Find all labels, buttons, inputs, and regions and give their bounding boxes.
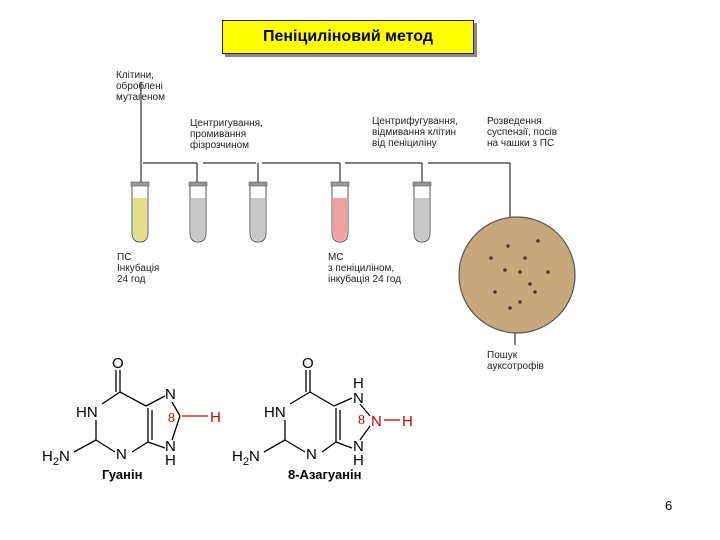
azaguanine-atom-n-bottom: N	[306, 446, 317, 463]
tube-liquid-gray	[191, 198, 205, 241]
guanine-atom-n-bottom: N	[116, 446, 127, 463]
label-dilution: Розведення суспензії, посів на чашки з П…	[487, 116, 558, 149]
guanine-atom-hn: HN	[76, 404, 98, 421]
azaguanine-atom-h-n8: H	[402, 413, 413, 430]
bacterial-colonies	[489, 239, 550, 310]
test-tube-wash-3	[412, 181, 432, 243]
label-search-auxotrophs: Пошук ауксотрофів	[487, 350, 544, 372]
test-tube-wash-2	[248, 181, 268, 243]
guanine-atom-h-nh: H	[165, 452, 176, 469]
slide-title: Пеніциліновий метод	[222, 20, 474, 54]
guanine-structure	[73, 370, 208, 453]
azaguanine-atom-n-top: N	[353, 390, 364, 407]
azaguanine-atom-n-bottom-right: N	[353, 438, 364, 455]
tube-liquid-yellow	[133, 198, 147, 241]
label-centrifuge-wash: Центригування, промивання фізрозчином	[190, 118, 263, 151]
petri-dish	[458, 216, 576, 334]
azaguanine-atom-o: O	[302, 355, 314, 372]
guanine-atom-h2n: H2N	[42, 448, 70, 468]
test-tube-wash-1	[188, 181, 208, 243]
test-tube-ms-penicillin	[330, 181, 350, 243]
label-ms-penicillin: МС з пеніциліном, інкубація 24 год	[328, 252, 402, 285]
guanine-atom-h-c8: H	[210, 409, 221, 426]
azaguanine-position-8: 8	[358, 413, 365, 428]
guanine-name: Гуанін	[102, 467, 143, 482]
azaguanine-atom-n8: N	[371, 413, 382, 430]
azaguanine-atom-h2n: H2N	[232, 448, 260, 468]
azaguanine-structure	[263, 370, 400, 453]
guanine-atom-n-top: N	[165, 386, 176, 403]
label-centrifuge-penicillin: Центрифугування, відмивання клітин від п…	[372, 116, 458, 149]
test-tube-ps	[130, 181, 150, 243]
page-number: 6	[665, 498, 673, 513]
label-cells-mutagen: Клітини, оброблені мутагеном	[116, 70, 165, 103]
azaguanine-atom-h-top: H	[353, 375, 364, 392]
azaguanine-atom-h-bottom: H	[353, 452, 364, 469]
azaguanine-name: 8-Азагуанін	[288, 467, 362, 482]
guanine-position-8: 8	[168, 411, 175, 426]
tube-liquid-gray	[251, 198, 265, 241]
guanine-atom-nh: N	[165, 438, 176, 455]
tube-liquid-red	[333, 198, 347, 241]
guanine-atom-o: O	[112, 355, 124, 372]
azaguanine-atom-hn: HN	[264, 404, 286, 421]
tube-liquid-gray	[415, 198, 429, 241]
label-ps-incubation: ПС Інкубація 24 год	[117, 252, 160, 285]
